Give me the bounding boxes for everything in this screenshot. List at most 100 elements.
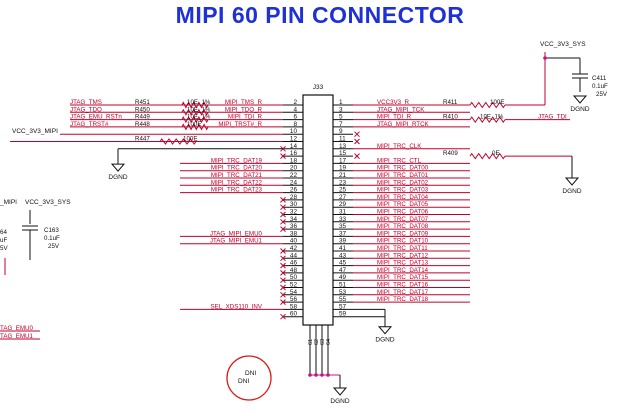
junction-dot bbox=[543, 56, 547, 60]
bottom-pin-number: 64 bbox=[326, 339, 332, 345]
net-label-left: MIPI_TRST#_R bbox=[218, 121, 262, 128]
net-label-right: MIPI_TRC_DAT06 bbox=[377, 209, 429, 216]
no-connect-mark bbox=[354, 138, 360, 145]
resistor-value: 10E_1% bbox=[187, 99, 211, 106]
net-label-left: MIPI_TRC_DAT22 bbox=[211, 179, 263, 186]
pin-number-right: 35 bbox=[339, 223, 347, 230]
page-title: MIPI 60 PIN CONNECTOR bbox=[175, 2, 465, 28]
cap-refdes: C163 bbox=[44, 227, 59, 234]
cap-refdes-partial: 64 bbox=[0, 229, 7, 236]
resistor-value: 10E_1% bbox=[187, 106, 211, 113]
net-label-right: MIPI_TRC_DAT16 bbox=[377, 282, 429, 289]
net-label-left: MIPI_TRC_DAT20 bbox=[211, 165, 263, 172]
cap-voltage: 25V bbox=[48, 243, 60, 250]
pin-number-right: 7 bbox=[339, 121, 343, 128]
no-connect-mark bbox=[280, 204, 286, 211]
net-label-left: MIPI_TMS_R bbox=[225, 99, 263, 106]
pin-number-left: 26 bbox=[290, 187, 298, 194]
no-connect-mark bbox=[280, 153, 286, 159]
pin-number-left: 58 bbox=[290, 303, 298, 310]
ground-label: DGND bbox=[330, 398, 349, 405]
pin-number-right: 59 bbox=[339, 311, 347, 318]
supply-label-partial: _MIPI bbox=[0, 199, 17, 206]
pin-number-right: 19 bbox=[339, 165, 347, 172]
ground-symbol-right2 bbox=[564, 177, 580, 186]
net-label-right: MIPI_TRC_DAT08 bbox=[377, 223, 429, 230]
dni-label: DNI bbox=[238, 378, 249, 385]
pin-number-right: 3 bbox=[339, 106, 343, 113]
pin-number-left: 38 bbox=[290, 230, 298, 237]
resistor-refdes: R410 bbox=[443, 114, 458, 121]
pin-number-left: 56 bbox=[290, 296, 298, 303]
pin-number-left: 10 bbox=[290, 128, 298, 135]
net-label-right: MIPI_TRC_DAT15 bbox=[377, 274, 429, 281]
dni-label: DNI bbox=[245, 370, 256, 377]
pin-number-left: 2 bbox=[293, 99, 297, 106]
resistor-value: 10E_1% bbox=[480, 114, 504, 121]
pin-number-right: 29 bbox=[339, 201, 347, 208]
pin-number-right: 5 bbox=[339, 114, 343, 121]
pin-number-left: 18 bbox=[290, 157, 298, 164]
pin-number-left: 4 bbox=[293, 106, 297, 113]
pin-number-left: 30 bbox=[290, 201, 298, 208]
no-connect-mark bbox=[280, 270, 286, 276]
net-label-right: VCC3V3_R bbox=[377, 99, 410, 106]
pin-number-right: 45 bbox=[339, 260, 347, 267]
net-label-left: SEL_XDS110_INV bbox=[211, 303, 263, 310]
bottom-pin-number: 62 bbox=[314, 339, 320, 345]
pin-number-left: 52 bbox=[290, 282, 298, 289]
pin-number-left: 36 bbox=[290, 223, 298, 230]
pin-number-left: 20 bbox=[290, 165, 298, 172]
net-label-left: MIPI_TRC_DAT19 bbox=[211, 157, 263, 164]
pin-number-left: 40 bbox=[290, 238, 298, 245]
net-label-right: MIPI_TRC_DAT10 bbox=[377, 238, 429, 245]
pin-number-right: 49 bbox=[339, 274, 347, 281]
pin-number-left: 12 bbox=[290, 136, 298, 143]
pin-number-left: 22 bbox=[290, 172, 298, 179]
net-label-right: JTAG_MIPI_TCK bbox=[377, 106, 425, 113]
no-connect-mark bbox=[354, 131, 360, 138]
pin-number-right: 47 bbox=[339, 267, 347, 274]
net-label-right: MIPI_TRC_DAT12 bbox=[377, 252, 429, 259]
cap-value: 0.1uF bbox=[44, 235, 60, 242]
pin-number-right: 9 bbox=[339, 128, 343, 135]
pin-number-right: 27 bbox=[339, 194, 347, 201]
ground-label: DGND bbox=[108, 174, 127, 181]
no-connect-mark bbox=[280, 255, 286, 262]
net-label-right: MIPI_TRC_DAT02 bbox=[377, 179, 429, 186]
cap-value: 0.1uF bbox=[592, 83, 608, 90]
no-connect-mark bbox=[280, 313, 286, 320]
pin-number-left: 24 bbox=[290, 179, 298, 186]
pin-number-left: 34 bbox=[290, 216, 298, 223]
resistor-zigzag bbox=[181, 116, 209, 124]
resistor-zigzag bbox=[469, 101, 506, 109]
ground-label: DGND bbox=[562, 188, 581, 195]
net-label-right: MIPI_TRC_DAT11 bbox=[377, 245, 428, 252]
net-label-right: MIPI_TRC_DAT17 bbox=[377, 289, 429, 296]
net-label-right: MIPI_TRC_DAT01 bbox=[377, 172, 429, 179]
resistor-value: 0E bbox=[492, 150, 500, 157]
bottom-pin-number: 63 bbox=[320, 339, 326, 345]
ground-label: DGND bbox=[570, 106, 589, 113]
edge-net-label: TAG_EMU1 bbox=[0, 333, 33, 340]
cap-refdes: C411 bbox=[592, 75, 607, 82]
resistor-zigzag bbox=[181, 123, 209, 131]
jtag-signal-label: JTAG_TMS bbox=[70, 99, 102, 106]
net-label-right: MIPI_TRC_DAT04 bbox=[377, 194, 429, 201]
no-connect-mark bbox=[280, 291, 286, 298]
pin-number-right: 31 bbox=[339, 209, 347, 216]
jtag-signal-label: JTAG_EMU_RSTn bbox=[70, 114, 122, 121]
net-label-right: MIPI_TRC_DAT18 bbox=[377, 296, 429, 303]
pin-number-left: 6 bbox=[293, 114, 297, 121]
resistor-refdes: R451 bbox=[135, 99, 150, 106]
no-connect-mark bbox=[280, 226, 286, 232]
resistor-zigzag bbox=[181, 101, 209, 109]
pin-number-left: 50 bbox=[290, 274, 298, 281]
ground-symbol-right bbox=[377, 326, 393, 335]
resistor-refdes: R449 bbox=[135, 114, 150, 121]
cap-value-partial: uF bbox=[0, 237, 7, 244]
resistor-refdes: R409 bbox=[443, 150, 458, 157]
net-label-right: MIPI_TRC_CLK bbox=[377, 143, 422, 150]
net-label-right: MIPI_TRC_CTL bbox=[377, 157, 422, 164]
ground-symbol-left bbox=[110, 163, 126, 172]
